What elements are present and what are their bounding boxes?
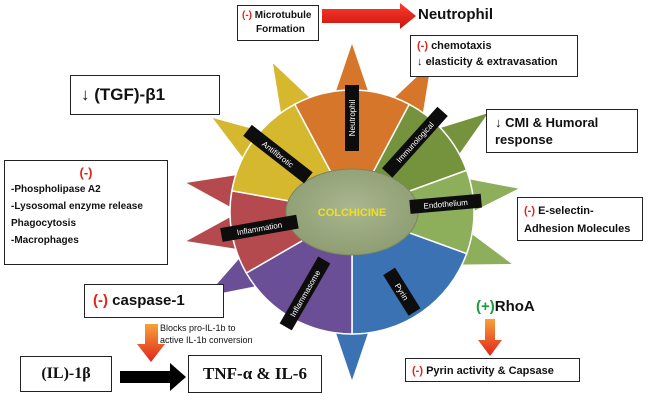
il1b-box: (IL)-1β xyxy=(20,356,112,392)
phospholipase-text: -Phospholipase A2 xyxy=(11,184,101,195)
caspase-box: (-) caspase-1 xyxy=(84,284,224,318)
microtubule-to-neutrophil-arrow xyxy=(322,3,416,29)
inflammation-effects-box: (-) -Phospholipase A2 -Lysosomal enzyme … xyxy=(4,160,168,265)
sector-label-pyrin: Pyrin xyxy=(383,267,421,316)
tnf-box: TNF-α & IL-6 xyxy=(188,355,322,393)
eselectin-box: (-) E-selectin- Adhesion Molecules xyxy=(517,197,643,241)
neutrophil-effects-box: (-) chemotaxis ↓ elasticity & extravasat… xyxy=(410,35,578,77)
tgf-box: ↓ (TGF)-β1 xyxy=(70,75,220,115)
eselectin-line1: E-selectin- xyxy=(538,205,594,217)
chemotaxis-minus: (-) xyxy=(417,40,428,52)
caspase-text: caspase-1 xyxy=(112,292,185,309)
rhoa-text: RhoA xyxy=(494,298,535,315)
pyrin-effect-box: (-) Pyrin activity & Capsase xyxy=(405,358,580,382)
pyrin-effect-minus: (-) xyxy=(412,365,423,377)
wheel-spike xyxy=(333,44,371,98)
sector-label-bar xyxy=(409,193,482,214)
sector-label-bar xyxy=(279,256,331,331)
il1b-to-tnf-arrow xyxy=(120,363,186,391)
cmi-box: ↓ CMI & Humoral response xyxy=(486,109,638,153)
blocks-line2: active IL-1b conversion xyxy=(160,335,253,345)
sector-label-endothelium: Endothelium xyxy=(409,193,482,214)
wheel-spike xyxy=(333,326,371,380)
inflammation-minus: (-) xyxy=(79,165,93,180)
center-label: COLCHICINE xyxy=(318,207,386,219)
phagocytosis-text: Phagocytosis xyxy=(11,218,77,229)
elasticity-down-arrow: ↓ xyxy=(417,56,423,68)
eselectin-line2: Adhesion Molecules xyxy=(524,223,631,235)
sector-label-bar xyxy=(383,267,421,316)
elasticity-text: elasticity & extravasation xyxy=(425,56,558,68)
rhoa-label: (+)RhoA xyxy=(476,298,535,315)
macrophages-text: -Macrophages xyxy=(11,235,79,246)
microtubule-box: (-) Microtubule Formation xyxy=(237,5,319,41)
sector-label-text: Endothelium xyxy=(423,198,468,211)
tgf-down-arrow: ↓ xyxy=(81,85,90,104)
sector-label-bar xyxy=(220,214,299,242)
cmi-down-arrow: ↓ xyxy=(495,115,502,130)
sector-label-bar xyxy=(345,85,359,151)
sector-label-text: Neutrophil xyxy=(348,100,357,137)
tgf-text: (TGF)-β1 xyxy=(94,85,166,104)
caspase-minus: (-) xyxy=(93,292,108,309)
sector-label-inflammation: Inflammation xyxy=(220,214,299,242)
blocks-down-arrow xyxy=(137,324,165,362)
cmi-line2: response xyxy=(495,132,553,147)
microtubule-line2: Formation xyxy=(256,24,305,35)
microtubule-minus: (-) xyxy=(242,10,252,21)
eselectin-minus: (-) xyxy=(524,205,535,217)
blocks-note: Blocks pro-IL-1b to active IL-1b convers… xyxy=(160,322,253,346)
tnf-text: TNF-α & IL-6 xyxy=(203,364,307,383)
cmi-line1: CMI & Humoral xyxy=(505,115,599,130)
microtubule-line1: Microtubule xyxy=(254,10,312,21)
pyrin-effect-text: Pyrin activity & Capsase xyxy=(426,365,554,377)
wheel-spike xyxy=(186,174,243,210)
blocks-line1: Blocks pro-IL-1b to xyxy=(160,323,236,333)
neutrophil-heading: Neutrophil xyxy=(418,6,493,23)
rhoa-down-arrow xyxy=(478,319,502,356)
sector-label-bar xyxy=(243,124,313,184)
il1b-text: (IL)-1β xyxy=(41,365,91,382)
lysosomal-text: -Lysosomal enzyme release xyxy=(11,201,143,212)
sector-label-bar xyxy=(381,106,448,178)
chemotaxis-text: chemotaxis xyxy=(431,40,492,52)
rhoa-plus: (+) xyxy=(476,298,495,315)
sector-label-neutrophil: Neutrophil xyxy=(345,85,359,151)
